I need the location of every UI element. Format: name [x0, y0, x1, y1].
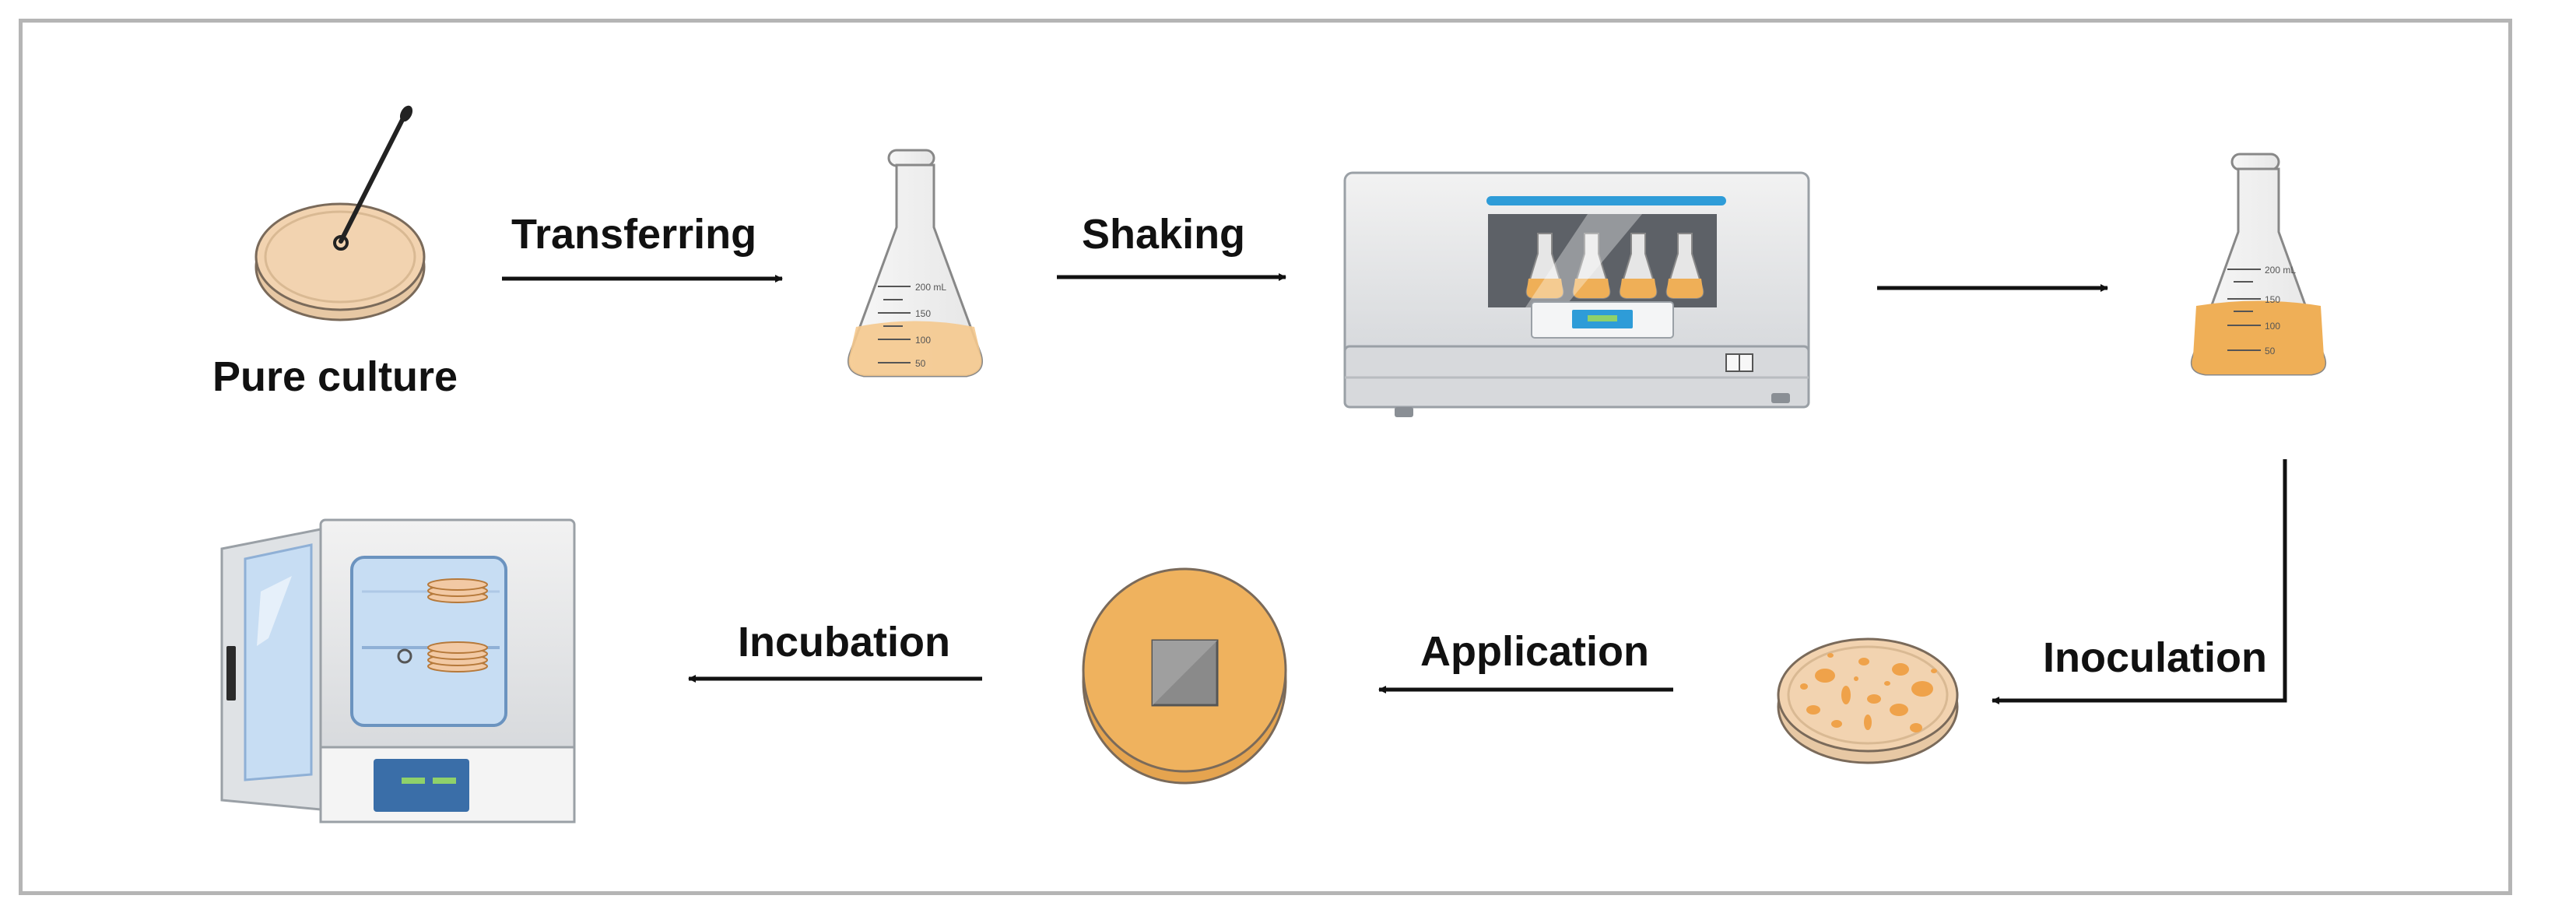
flask-icon: 200 mL 150 100 50 [2190, 153, 2327, 376]
svg-text:150: 150 [915, 308, 931, 319]
label-application: Application [1420, 628, 1649, 675]
svg-text:200 mL: 200 mL [2265, 265, 2296, 276]
petri-dish-colonies-icon [1777, 637, 1959, 764]
svg-text:150: 150 [2265, 294, 2280, 305]
agar-plate-with-sample-icon [1082, 567, 1287, 785]
label-transferring: Transferring [511, 211, 757, 258]
incubator-icon [220, 518, 576, 823]
flask-icon: 200 mL 150 100 50 [848, 149, 983, 377]
svg-text:50: 50 [915, 358, 926, 369]
svg-text:100: 100 [915, 335, 931, 346]
shaking-incubator-icon [1343, 171, 1810, 417]
label-inoculation: Inoculation [2043, 634, 2267, 681]
svg-text:100: 100 [2265, 321, 2280, 332]
label-incubation: Incubation [738, 619, 950, 665]
petri-dish-with-loop-icon [254, 105, 426, 321]
svg-text:200 mL: 200 mL [915, 282, 946, 293]
svg-text:50: 50 [2265, 346, 2276, 356]
arrow-inoculation [1992, 459, 2287, 704]
label-shaking: Shaking [1082, 211, 1246, 258]
label-pure-culture: Pure culture [212, 353, 458, 400]
